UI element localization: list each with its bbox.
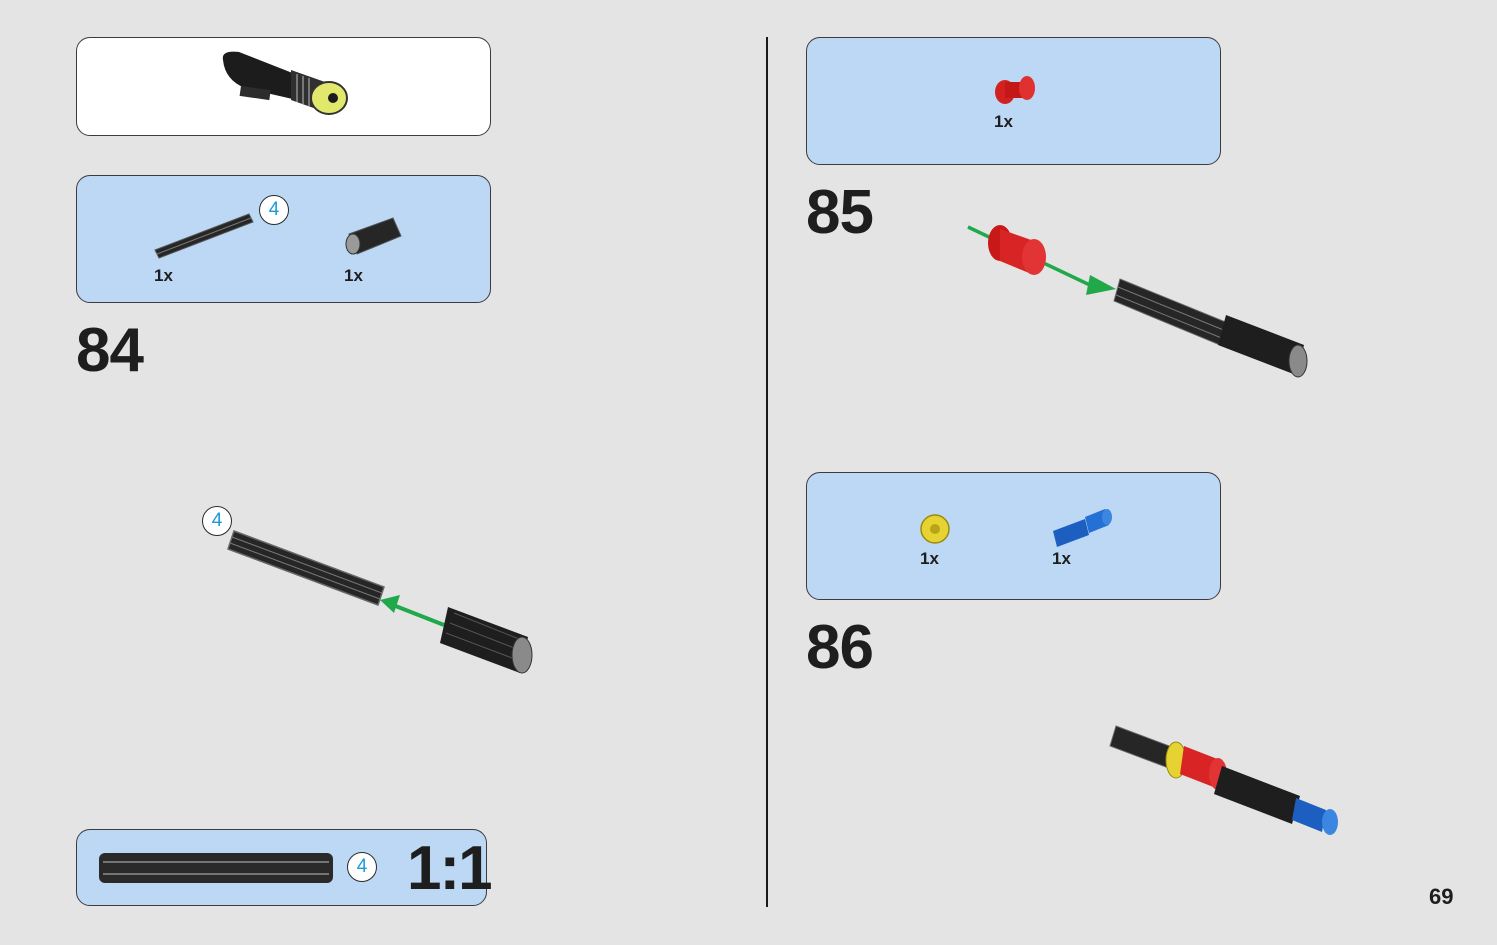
part-quantity: 1x: [1052, 550, 1071, 567]
part-quantity: 1x: [920, 550, 939, 567]
axle-4-icon: [153, 206, 263, 256]
axle-1-to-1-icon: [99, 850, 339, 886]
page-number: 69: [1429, 886, 1453, 908]
lightsaber-hilt-icon: [217, 48, 357, 128]
step-84-parts-box: 4 1x 1x: [76, 175, 491, 303]
part-quantity: 1x: [154, 267, 173, 284]
part-quantity: 1x: [994, 113, 1013, 130]
step-85-model-illustration: [964, 215, 1324, 385]
scale-box: 4 1:1: [76, 829, 487, 906]
step-85-parts-box: 1x: [806, 37, 1221, 165]
red-bush-icon: [991, 68, 1041, 112]
step-84-model-illustration: [228, 525, 548, 685]
part-quantity: 1x: [344, 267, 363, 284]
scale-length-badge: 4: [347, 852, 377, 882]
axle-length-badge: 4: [259, 195, 289, 225]
submodel-preview-box: [76, 37, 491, 136]
step-number-84: 84: [76, 320, 143, 382]
step-86-parts-box: 1x 1x: [806, 472, 1221, 600]
step-86-model-illustration: [1110, 720, 1350, 850]
yellow-half-bush-icon: [917, 511, 957, 547]
step-number-85: 85: [806, 182, 873, 244]
step-number-86: 86: [806, 617, 873, 679]
blue-axle-pin-icon: [1049, 507, 1113, 547]
axle-connector-icon: [341, 216, 411, 266]
page-divider: [766, 37, 768, 907]
scale-label: 1:1: [407, 838, 491, 900]
assembly-arrow-icon: [393, 605, 444, 625]
